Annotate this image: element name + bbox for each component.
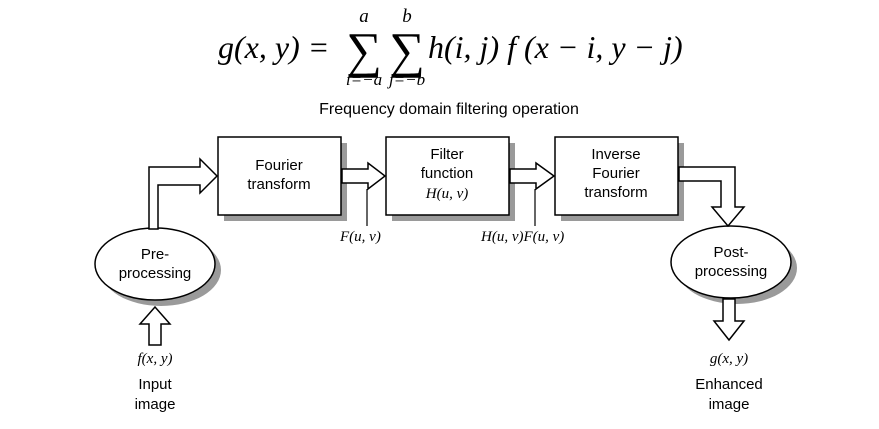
equation: g(x, y) = a ∑ i=−a b ∑ j=−b h(i, j) f (x…	[218, 6, 683, 89]
filter-function-block	[385, 136, 510, 216]
input-label-2: image	[135, 396, 176, 413]
fourier-label-1: Fourier	[255, 157, 303, 174]
filter-label-2: function	[421, 165, 474, 182]
inverse-label-1: Inverse	[591, 146, 640, 163]
hf-label: H(u, v)F(u, v)	[480, 229, 564, 245]
sum2-sigma: ∑	[389, 22, 425, 78]
equation-rhs: h(i, j) f (x − i, y − j)	[428, 29, 683, 65]
output-arrow	[712, 298, 746, 342]
filter-label-1: Filter	[430, 146, 463, 163]
sum1-sigma: ∑	[346, 22, 382, 78]
filter-to-inverse-arrow	[509, 161, 556, 191]
input-arrow	[138, 305, 172, 346]
input-label-1: Input	[138, 376, 172, 393]
sum2-bottom: j=−b	[387, 70, 425, 89]
input-fn-label: f(x, y)	[138, 351, 173, 367]
preprocessing-label-1: Pre-	[141, 246, 169, 263]
fourier-label-2: transform	[247, 176, 310, 193]
fourier-to-filter-arrow	[341, 161, 387, 191]
postprocessing-label-1: Post-	[713, 244, 748, 261]
inverse-label-3: transform	[584, 184, 647, 201]
inverse-label-2: Fourier	[592, 165, 640, 182]
output-fn-label: g(x, y)	[710, 351, 748, 367]
output-label-1: Enhanced	[695, 376, 763, 393]
inverse-fourier-block	[554, 136, 679, 216]
fuv-label: F(u, v)	[339, 229, 381, 245]
postprocessing-block	[670, 225, 792, 299]
preprocess-to-fourier-arrow	[148, 157, 219, 230]
sum1-top: a	[359, 6, 369, 27]
caption: Frequency domain filtering operation	[319, 101, 579, 118]
preprocessing-label-2: processing	[119, 265, 192, 282]
equation-lhs: g(x, y) =	[218, 29, 329, 65]
preprocessing-block	[94, 227, 216, 301]
filter-label-3: H(u, v)	[425, 186, 468, 202]
sum1-bottom: i=−a	[346, 70, 382, 89]
postprocessing-label-2: processing	[695, 263, 768, 280]
sum2-top: b	[402, 6, 412, 27]
output-label-2: image	[709, 396, 750, 413]
fourier-transform-block	[217, 136, 342, 216]
inverse-to-postprocess-arrow	[678, 166, 746, 228]
